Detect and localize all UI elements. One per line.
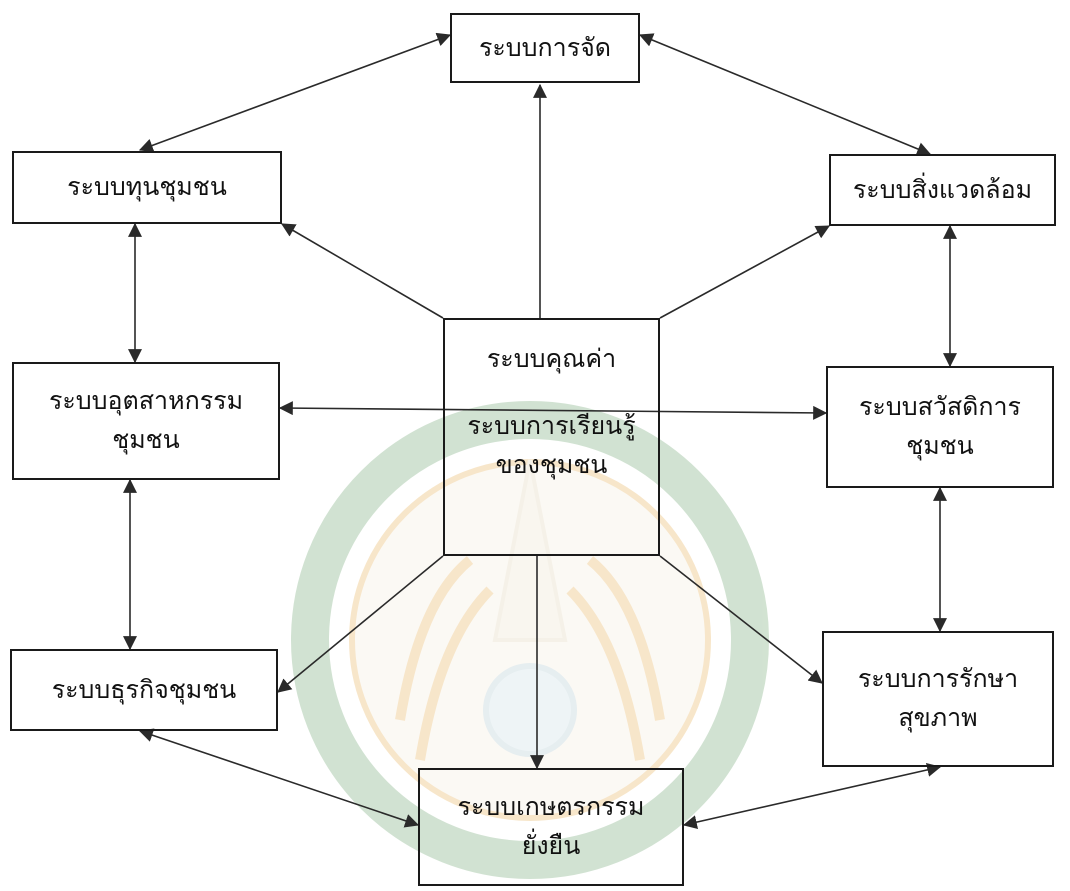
- node-core-line2: ระบบการเรียนรู้: [467, 410, 636, 440]
- node-sustainable-agriculture-line1: ระบบเกษตรกรรม: [457, 792, 645, 822]
- node-community-welfare: ระบบสวัสดิการ ชุมชน: [826, 366, 1054, 488]
- node-core-values-learning: ระบบคุณค่า ระบบการเรียนรู้ ของชุมชน: [443, 318, 660, 556]
- edge-health-agriculture: [682, 763, 942, 829]
- node-community-welfare-line1: ระบบสวัสดิการ: [859, 392, 1021, 422]
- edge-business-agriculture: [138, 728, 420, 828]
- node-health-care-line1: ระบบการรักษา: [857, 664, 1019, 694]
- edge-industry-welfare: [278, 401, 828, 420]
- node-community-business-label: ระบบธุรกิจชุมชน: [51, 674, 237, 704]
- node-environment: ระบบสิ่งแวดล้อม: [829, 154, 1056, 226]
- edge-core-environment: [659, 225, 831, 319]
- node-community-capital-label: ระบบทุนชุมชน: [67, 172, 227, 202]
- edge-environment-management: [638, 33, 932, 156]
- node-core-line3: ของชุมชน: [495, 449, 608, 479]
- edge-core-health: [659, 555, 823, 684]
- edge-core-business: [277, 555, 444, 693]
- node-community-industry-line1: ระบบอุตสาหกรรม: [48, 386, 244, 416]
- node-community-business: ระบบธุรกิจชุมชน: [10, 649, 278, 731]
- node-management-label: ระบบการจัด: [478, 32, 612, 62]
- node-health-care-line2: สุขภาพ: [898, 703, 978, 732]
- node-community-industry-line2: ชุมชน: [112, 425, 180, 454]
- node-management: ระบบการจัด: [450, 13, 640, 83]
- node-environment-label: ระบบสิ่งแวดล้อม: [852, 174, 1033, 204]
- node-core-line1: ระบบคุณค่า: [486, 344, 617, 373]
- edge-core-capital: [280, 223, 444, 319]
- node-community-capital: ระบบทุนชุมชน: [12, 151, 282, 224]
- edge-capital-management: [138, 32, 452, 153]
- node-health-care: ระบบการรักษา สุขภาพ: [822, 631, 1054, 767]
- node-sustainable-agriculture-line2: ยั่งยืน: [521, 831, 581, 860]
- node-community-industry: ระบบอุตสาหกรรม ชุมชน: [12, 362, 280, 480]
- node-community-welfare-line2: ชุมชน: [906, 431, 974, 460]
- node-sustainable-agriculture: ระบบเกษตรกรรม ยั่งยืน: [418, 768, 684, 886]
